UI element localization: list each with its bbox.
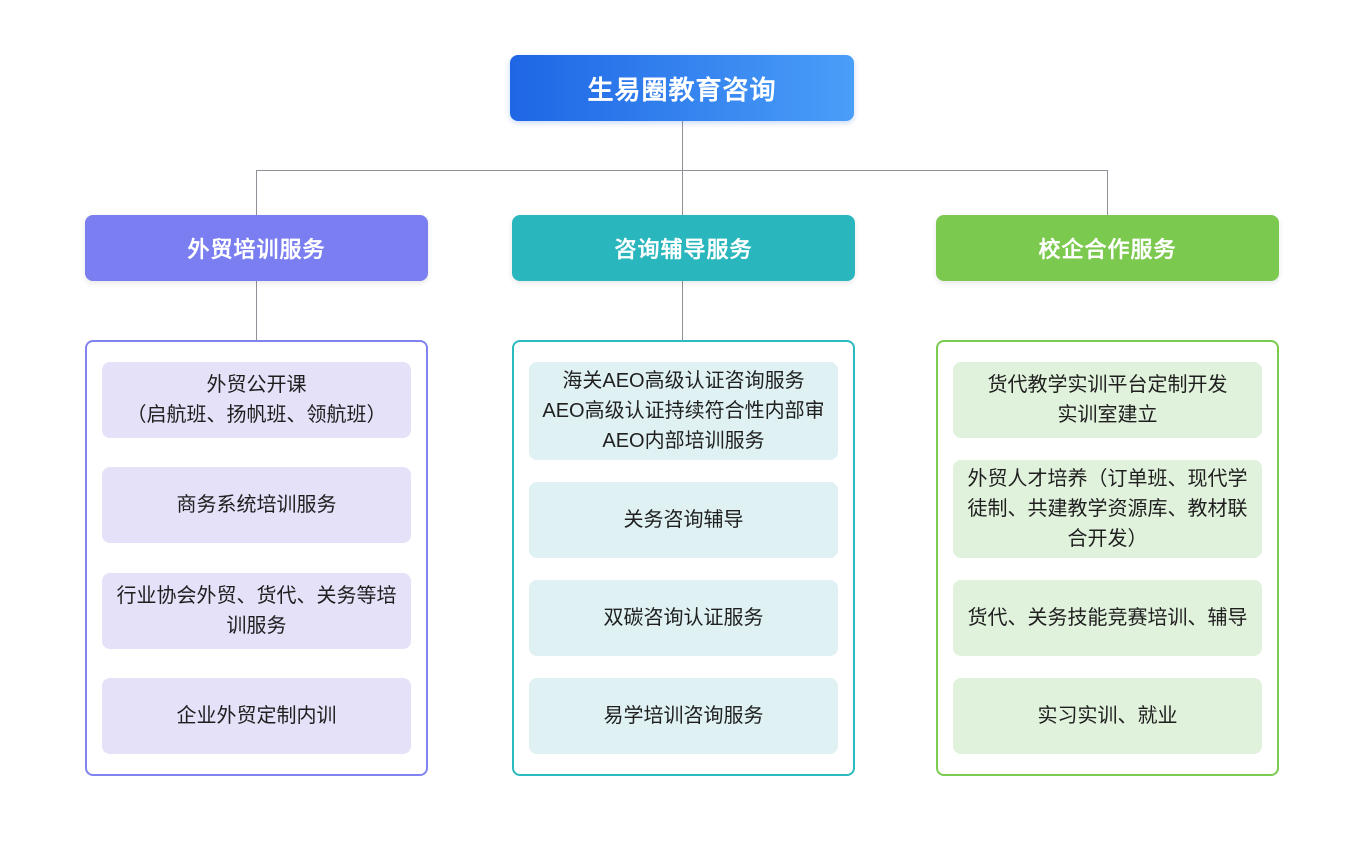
node-dual-carbon: 双碳咨询认证服务: [529, 580, 838, 656]
node-internship-employment: 实习实训、就业: [953, 678, 1262, 754]
node-association-training: 行业协会外贸、货代、关务等培训服务: [102, 572, 411, 649]
connector-header-2-to-container: [682, 281, 683, 340]
node-skill-competition: 货代、关务技能竞赛培训、辅导: [953, 580, 1262, 656]
node-customs-consulting: 关务咨询辅导: [529, 482, 838, 558]
branch-container-consulting: 海关AEO高级认证咨询服务 AEO高级认证持续符合性内部审 AEO内部培训服务 …: [512, 340, 855, 776]
connector-root-down: [682, 121, 683, 170]
node-aeo-certification: 海关AEO高级认证咨询服务 AEO高级认证持续符合性内部审 AEO内部培训服务: [529, 362, 838, 460]
node-business-system-training: 商务系统培训服务: [102, 467, 411, 544]
connector-branch-3-down: [1107, 170, 1108, 215]
branch-header-trade-training: 外贸培训服务: [85, 215, 428, 281]
node-enterprise-custom-training: 企业外贸定制内训: [102, 677, 411, 754]
branch-header-school-enterprise: 校企合作服务: [936, 215, 1279, 281]
node-talent-cultivation: 外贸人才培养（订单班、现代学徒制、共建教学资源库、教材联合开发）: [953, 460, 1262, 558]
branch-container-school-enterprise: 货代教学实训平台定制开发 实训室建立 外贸人才培养（订单班、现代学徒制、共建教学…: [936, 340, 1279, 776]
root-node: 生易圈教育咨询: [510, 55, 854, 121]
node-open-course: 外贸公开课 （启航班、扬帆班、领航班）: [102, 362, 411, 438]
branch-container-trade-training: 外贸公开课 （启航班、扬帆班、领航班） 商务系统培训服务 行业协会外贸、货代、关…: [85, 340, 428, 776]
node-yixue-training: 易学培训咨询服务: [529, 678, 838, 754]
connector-branch-1-down: [256, 170, 257, 215]
branch-header-consulting: 咨询辅导服务: [512, 215, 855, 281]
connector-header-1-to-container: [256, 281, 257, 340]
connector-branch-2-down: [682, 170, 683, 215]
node-training-platform: 货代教学实训平台定制开发 实训室建立: [953, 362, 1262, 438]
connector-horizontal: [256, 170, 1107, 171]
